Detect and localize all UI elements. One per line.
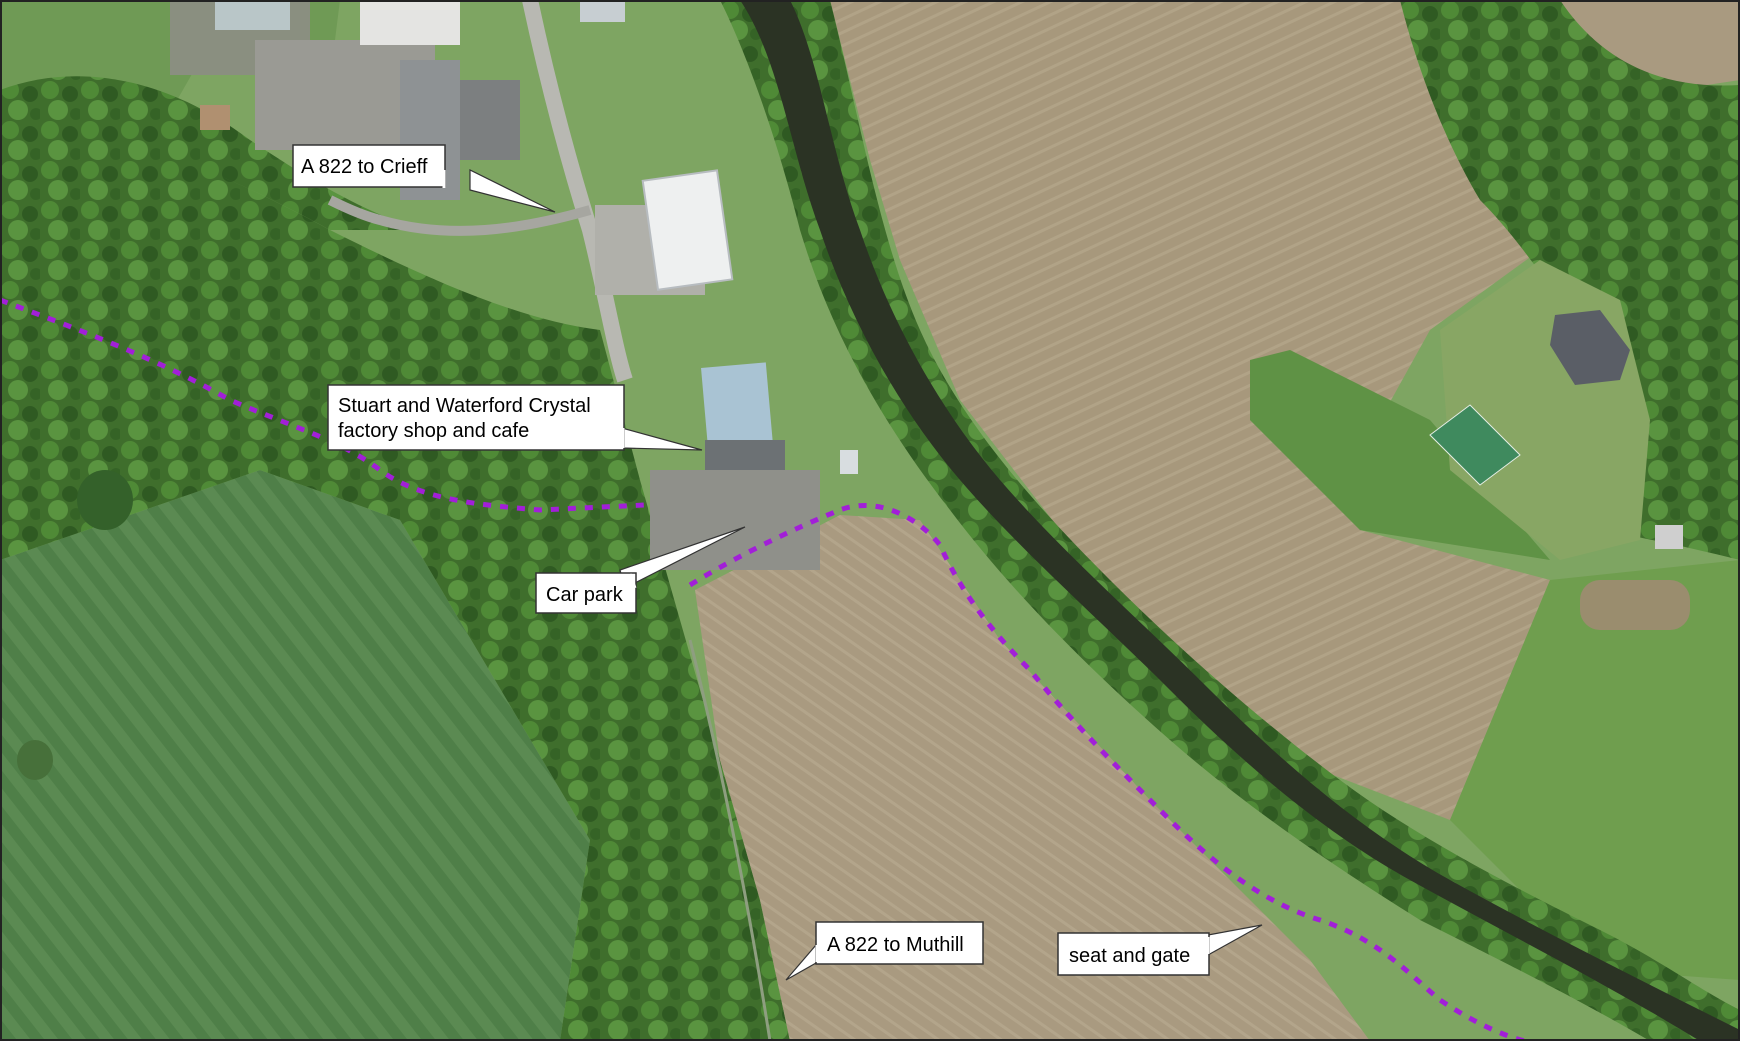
green-field-east [1450, 560, 1740, 980]
shop-extension [705, 440, 785, 470]
striped-field [0, 470, 590, 1041]
tennis-court [1429, 404, 1521, 486]
road-a822 [522, 0, 633, 383]
callout-seat-gate: seat and gate [1057, 924, 1263, 976]
brown-patch [200, 105, 230, 130]
tree-clump [17, 740, 53, 780]
small-shed [840, 450, 858, 474]
callout-factory-shop: Stuart and Waterford Crystal factory sho… [327, 384, 703, 451]
label-factory-line2: factory shop and cafe [338, 420, 529, 442]
callout-muthill: A 822 to Muthill [785, 921, 984, 981]
white-warehouse [641, 169, 734, 291]
woodland-west [0, 110, 790, 1041]
outbuilding [1655, 525, 1683, 549]
pond-area [1580, 580, 1690, 630]
label-factory-line1: Stuart and Waterford Crystal [338, 395, 591, 417]
callout-crieff: A 822 to Crieff [292, 144, 556, 213]
house-roof [1550, 310, 1630, 385]
warehouse [360, 0, 460, 45]
side-road [327, 195, 592, 236]
ploughed-field-east [830, 0, 1560, 820]
track-south [688, 639, 772, 1041]
label-car-park: Car park [546, 584, 624, 606]
label-muthill: A 822 to Muthill [827, 934, 964, 956]
green-strip [1250, 350, 1550, 560]
label-seat-gate: seat and gate [1069, 945, 1190, 967]
label-crieff: A 822 to Crieff [301, 156, 428, 178]
factory-shop-roof [701, 362, 775, 463]
small-building [580, 0, 625, 22]
glasshouses [215, 0, 290, 30]
woodland-north-west [0, 76, 420, 230]
walking-route-east [688, 503, 1526, 1041]
callout-car-park: Car park [535, 526, 746, 614]
depot [460, 80, 520, 160]
ploughed-field-south [695, 515, 1370, 1041]
tree-clump [77, 470, 133, 530]
